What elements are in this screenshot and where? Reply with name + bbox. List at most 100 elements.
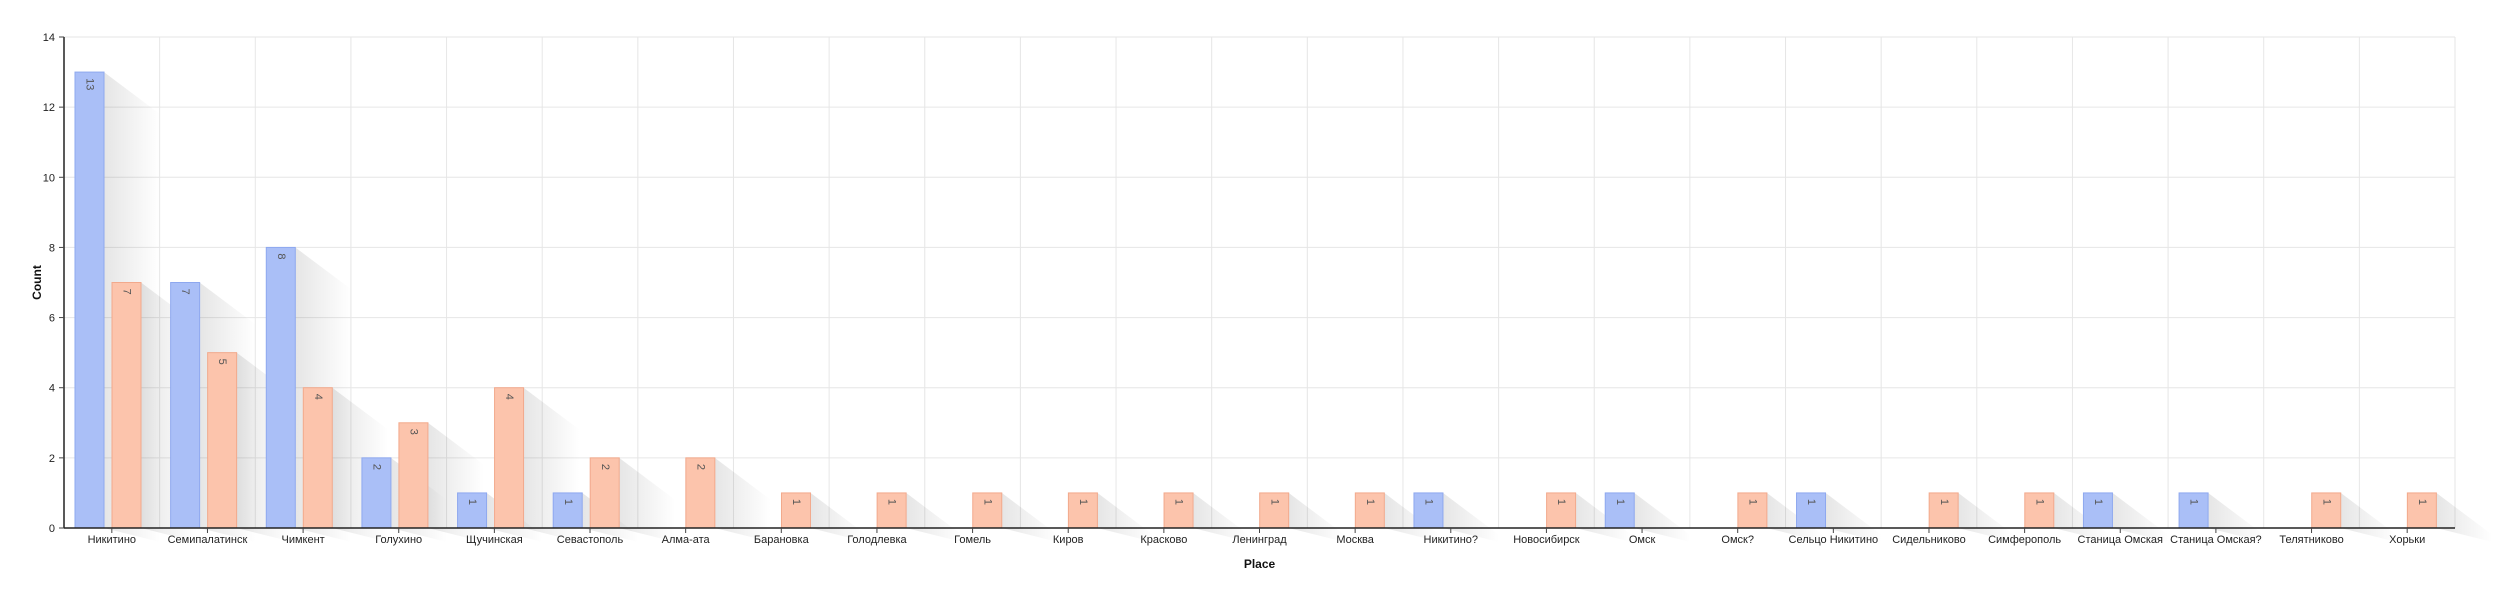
bar (780, 492, 811, 529)
x-tick-label: Сельцо Никитино (1789, 534, 1879, 546)
bar (170, 282, 201, 529)
y-axis-title: Count (30, 265, 44, 300)
x-tick-label: Симферополь (1988, 534, 2061, 546)
bar (1067, 492, 1098, 529)
x-tick-label: Гомель (954, 534, 991, 546)
bar (1413, 492, 1444, 529)
bar-shadows (104, 72, 2493, 543)
bar-shadow (1634, 492, 1691, 542)
bar-value-label: 1 (1805, 499, 1817, 505)
bar (398, 422, 429, 529)
bar-shadow (1384, 492, 1441, 542)
bar-value-label: 7 (179, 289, 191, 295)
bar-shadow (1288, 492, 1345, 542)
bar-value-label: 1 (2320, 499, 2332, 505)
x-axis-title: Place (1244, 557, 1276, 571)
bar-shadow (1193, 492, 1250, 542)
bar-value-label: 3 (408, 429, 420, 435)
bar-shadow (2053, 492, 2110, 542)
bar (552, 492, 583, 529)
bar (2082, 492, 2113, 529)
bar (74, 71, 105, 529)
bar-value-label: 5 (216, 359, 228, 365)
bar (302, 387, 333, 529)
x-tick-label: Никитино (88, 534, 136, 546)
bar-value-label: 2 (371, 464, 383, 470)
bar (1546, 492, 1577, 529)
grid (63, 36, 2456, 528)
y-tick-label: 8 (49, 242, 55, 254)
y-tick-label: 4 (49, 383, 55, 395)
bar (2311, 492, 2342, 529)
bar-value-label: 1 (1555, 499, 1567, 505)
bar (876, 492, 907, 529)
bar-value-label: 1 (466, 499, 478, 505)
bar-shadow (714, 457, 771, 542)
bar-shadow (619, 457, 676, 542)
y-tick-label: 12 (43, 102, 55, 114)
bar-shadow (906, 492, 963, 542)
x-tick-label: Новосибирск (1513, 534, 1580, 546)
x-tick-label: Станица Омская? (2170, 534, 2262, 546)
x-tick-label: Телятниково (2279, 534, 2343, 546)
bar-value-label: 1 (1614, 499, 1626, 505)
bar-value-label: 1 (1423, 499, 1435, 505)
y-tick-label: 6 (49, 313, 55, 325)
bar-value-label: 1 (1938, 499, 1950, 505)
bar-shadow (1575, 492, 1632, 542)
x-tick-label: Омск (1629, 534, 1656, 546)
x-tick-label: Омск? (1721, 534, 1754, 546)
bar-value-label: 1 (1364, 499, 1376, 505)
y-tick-label: 2 (49, 453, 55, 465)
bar (1354, 492, 1385, 529)
x-tick-label: Станица Омская (2078, 534, 2163, 546)
bar (207, 352, 238, 529)
bar-shadow (810, 492, 867, 542)
x-tick-label: Барановка (754, 534, 810, 546)
bar-shadow (1442, 492, 1499, 542)
bar-value-label: 1 (2033, 499, 2045, 505)
bar-shadow (1825, 492, 1882, 542)
bar (361, 457, 392, 529)
bar (1796, 492, 1827, 529)
bar-value-label: 2 (599, 464, 611, 470)
bar-value-label: 1 (886, 499, 898, 505)
bar-value-label: 1 (2188, 499, 2200, 505)
x-tick-label: Голодлевка (847, 534, 907, 546)
y-tick-label: 14 (43, 32, 55, 44)
bar-shadow (1001, 492, 1058, 542)
bar (1737, 492, 1768, 529)
bar-shadow (1097, 492, 1154, 542)
bar-value-label: 1 (1268, 499, 1280, 505)
bar-value-label: 1 (981, 499, 993, 505)
x-tick-label: Ленинград (1232, 534, 1287, 546)
bar-value-label: 7 (121, 289, 133, 295)
y-tick-label: 0 (49, 523, 55, 535)
bar (2406, 492, 2437, 529)
bar-value-label: 1 (562, 499, 574, 505)
x-tick-label: Севастополь (557, 534, 624, 546)
bar (457, 492, 488, 529)
x-tick-label: Красково (1140, 534, 1187, 546)
bar-value-label: 1 (1077, 499, 1089, 505)
bar (2178, 492, 2209, 529)
bar-shadow (2340, 492, 2397, 542)
x-tick-label: Щучинская (466, 534, 523, 546)
x-tick-label: Сидельниково (1892, 534, 1966, 546)
bar-shadow (2208, 492, 2265, 542)
bar (111, 282, 142, 529)
bar-shadow (2112, 492, 2169, 542)
x-tick-label: Никитино? (1424, 534, 1479, 546)
bar-value-label: 1 (790, 499, 802, 505)
x-tick-label: Киров (1053, 534, 1084, 546)
bar (1604, 492, 1635, 529)
x-tick-label: Чимкент (281, 534, 324, 546)
bar (685, 457, 716, 529)
bar-value-label: 1 (1173, 499, 1185, 505)
bar-shadow (1958, 492, 2015, 542)
